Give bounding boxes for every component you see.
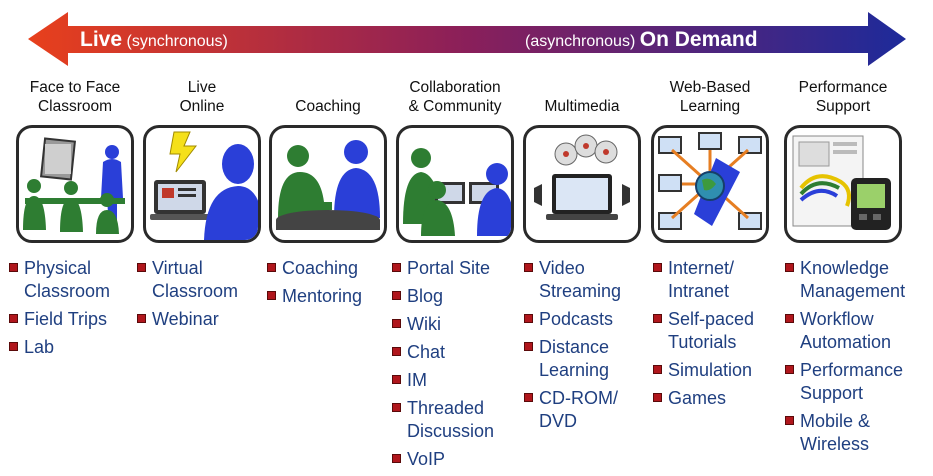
list-item: Mobile & Wireless bbox=[784, 410, 905, 456]
bullet-icon bbox=[524, 393, 533, 402]
list-item: Knowledge Management bbox=[784, 257, 905, 303]
multimedia-icon bbox=[523, 125, 641, 243]
bullet-icon bbox=[392, 375, 401, 384]
bullet-icon bbox=[9, 263, 18, 272]
column-title-collaboration: Collaboration & Community bbox=[408, 79, 502, 115]
performance-support-icon bbox=[784, 125, 902, 243]
items-live-online: Virtual Classroom Webinar bbox=[136, 257, 238, 336]
list-item: Workflow Automation bbox=[784, 308, 905, 354]
list-item: Coaching bbox=[266, 257, 362, 280]
items-web-based: Internet/ Intranet Self-paced Tutorials … bbox=[652, 257, 754, 415]
column-title-live-online: Live Online bbox=[179, 79, 225, 115]
list-item: Distance Learning bbox=[523, 336, 621, 382]
list-item: Blog bbox=[391, 285, 494, 308]
bullet-icon bbox=[392, 291, 401, 300]
list-item: Chat bbox=[391, 341, 494, 364]
list-item: Performance Support bbox=[784, 359, 905, 405]
items-face-to-face: Physical Classroom Field Trips Lab bbox=[8, 257, 110, 364]
bullet-icon bbox=[653, 393, 662, 402]
list-item: IM bbox=[391, 369, 494, 392]
bullet-icon bbox=[392, 454, 401, 463]
bullet-icon bbox=[392, 403, 401, 412]
list-item: Internet/ Intranet bbox=[652, 257, 754, 303]
list-item: Physical Classroom bbox=[8, 257, 110, 303]
list-item: CD-ROM/ DVD bbox=[523, 387, 621, 433]
live-label: Live (synchronous) bbox=[80, 28, 228, 54]
web-network-icon bbox=[651, 125, 769, 243]
list-item: Self-paced Tutorials bbox=[652, 308, 754, 354]
bullet-icon bbox=[267, 291, 276, 300]
list-item: Field Trips bbox=[8, 308, 110, 331]
list-item: VoIP bbox=[391, 448, 494, 471]
column-title-performance-support: Performance Support bbox=[798, 79, 888, 115]
list-item: Threaded Discussion bbox=[391, 397, 494, 443]
items-multimedia: Video Streaming Podcasts Distance Learni… bbox=[523, 257, 621, 438]
bullet-icon bbox=[392, 319, 401, 328]
bullet-icon bbox=[653, 314, 662, 323]
bullet-icon bbox=[653, 263, 662, 272]
list-item: Lab bbox=[8, 336, 110, 359]
synchronous-label: (synchronous) bbox=[126, 33, 228, 50]
bullet-icon bbox=[392, 347, 401, 356]
list-item: Webinar bbox=[136, 308, 238, 331]
bullet-icon bbox=[9, 314, 18, 323]
asynchronous-label: (asynchronous) bbox=[525, 33, 636, 50]
list-item: Wiki bbox=[391, 313, 494, 336]
live-strong: Live bbox=[80, 28, 123, 51]
list-item: Mentoring bbox=[266, 285, 362, 308]
bullet-icon bbox=[524, 314, 533, 323]
bullet-icon bbox=[785, 314, 794, 323]
column-title-web-based: Web-Based Learning bbox=[669, 79, 751, 115]
list-item: Podcasts bbox=[523, 308, 621, 331]
list-item: Portal Site bbox=[391, 257, 494, 280]
bullet-icon bbox=[785, 416, 794, 425]
bullet-icon bbox=[524, 263, 533, 272]
list-item: Simulation bbox=[652, 359, 754, 382]
column-title-multimedia: Multimedia bbox=[544, 98, 620, 115]
bullet-icon bbox=[137, 314, 146, 323]
on-demand-strong: On Demand bbox=[639, 28, 758, 51]
bullet-icon bbox=[267, 263, 276, 272]
bullet-icon bbox=[392, 263, 401, 272]
bullet-icon bbox=[137, 263, 146, 272]
classroom-icon bbox=[16, 125, 134, 243]
spectrum-arrow bbox=[28, 12, 906, 66]
bullet-icon bbox=[785, 263, 794, 272]
bullet-icon bbox=[653, 365, 662, 374]
list-item: Video Streaming bbox=[523, 257, 621, 303]
column-title-face-to-face: Face to Face Classroom bbox=[29, 79, 121, 115]
items-performance-support: Knowledge Management Workflow Automation… bbox=[784, 257, 905, 461]
coaching-icon bbox=[269, 125, 387, 243]
live-online-icon bbox=[143, 125, 261, 243]
on-demand-label: (asynchronous) On Demand bbox=[525, 28, 758, 54]
list-item: Games bbox=[652, 387, 754, 410]
bullet-icon bbox=[9, 342, 18, 351]
bullet-icon bbox=[524, 342, 533, 351]
items-coaching: Coaching Mentoring bbox=[266, 257, 362, 313]
column-title-coaching: Coaching bbox=[295, 98, 361, 115]
list-item: Virtual Classroom bbox=[136, 257, 238, 303]
bullet-icon bbox=[785, 365, 794, 374]
items-collaboration: Portal Site Blog Wiki Chat IM Threaded D… bbox=[391, 257, 494, 476]
collaboration-icon bbox=[396, 125, 514, 243]
